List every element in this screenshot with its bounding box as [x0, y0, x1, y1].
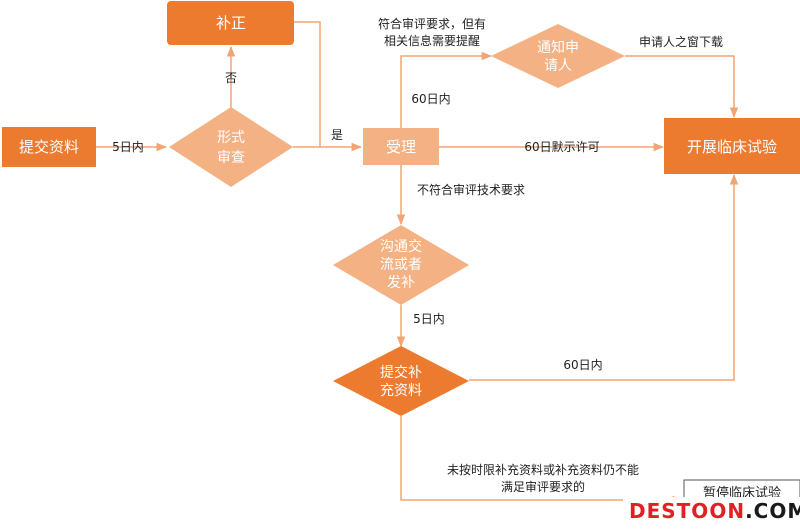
node-communicate-diamond — [333, 225, 469, 305]
node-communicate-line2: 流或者 — [380, 257, 422, 273]
node-acceptance-label: 受理 — [386, 138, 416, 156]
node-notify-line2: 请人 — [544, 58, 572, 74]
edge-supplement-to-pause — [400, 416, 684, 505]
edge-label-five-days-2: 5日内 — [413, 312, 445, 326]
node-acceptance-box — [363, 128, 439, 165]
node-notify-line1: 通知申 — [537, 39, 579, 56]
edge-label-no: 否 — [225, 71, 237, 85]
edge-label-not-meet-tech: 不符合审评技术要求 — [417, 182, 525, 197]
node-supplement-line2: 充资料 — [380, 383, 422, 399]
node-formal-review-diamond — [169, 107, 293, 187]
node-supplement-diamond — [333, 346, 469, 416]
node-supplement-line1: 提交补 — [380, 364, 422, 381]
edge-label-five-days-1: 5日内 — [112, 140, 144, 154]
node-correction-label: 补正 — [216, 14, 246, 32]
edge-label-meets-review-2: 相关信息需要提醒 — [384, 33, 480, 48]
edge-label-applicant-download: 申请人之窗下载 — [639, 35, 723, 49]
node-submit-label: 提交资料 — [19, 138, 79, 156]
edge-label-sixty-days-supplement: 60日内 — [563, 358, 602, 372]
edge-notify-to-trial — [625, 55, 739, 119]
watermark-part1: DESTOON — [629, 499, 746, 523]
watermark-text: DESTOON.COM — [629, 499, 800, 523]
edge-label-sixty-days-silent: 60日默示许可 — [524, 139, 599, 154]
node-start-trial-label: 开展临床试验 — [687, 138, 777, 156]
node-submit-box — [2, 127, 96, 167]
watermark: DESTOON.COM — [623, 497, 800, 531]
node-correction-box — [167, 1, 294, 45]
node-notify-diamond — [491, 24, 625, 88]
edge-label-fail-2: 满足审评要求的 — [501, 479, 585, 494]
node-formal-review-line1: 形式 — [217, 130, 245, 146]
edge-supplement-to-trial — [469, 173, 739, 381]
connectors — [96, 21, 739, 505]
edge-label-sixty-days-notify: 60日内 — [411, 92, 450, 106]
edge-label-meets-review-1: 符合审评要求，但有 — [378, 16, 486, 31]
node-formal-review-line2: 审查 — [217, 150, 245, 166]
node-start-trial-box — [664, 118, 800, 174]
edge-correction-return — [294, 21, 321, 147]
edge-label-fail-1: 未按时限补充资料或补充资料仍不能 — [447, 462, 639, 477]
edge-acceptance-to-notify — [400, 51, 493, 128]
watermark-part2: .COM — [745, 499, 800, 523]
node-communicate-line3: 发补 — [387, 275, 415, 291]
edge-label-yes: 是 — [331, 128, 343, 142]
node-communicate-line1: 沟通交 — [380, 238, 422, 255]
